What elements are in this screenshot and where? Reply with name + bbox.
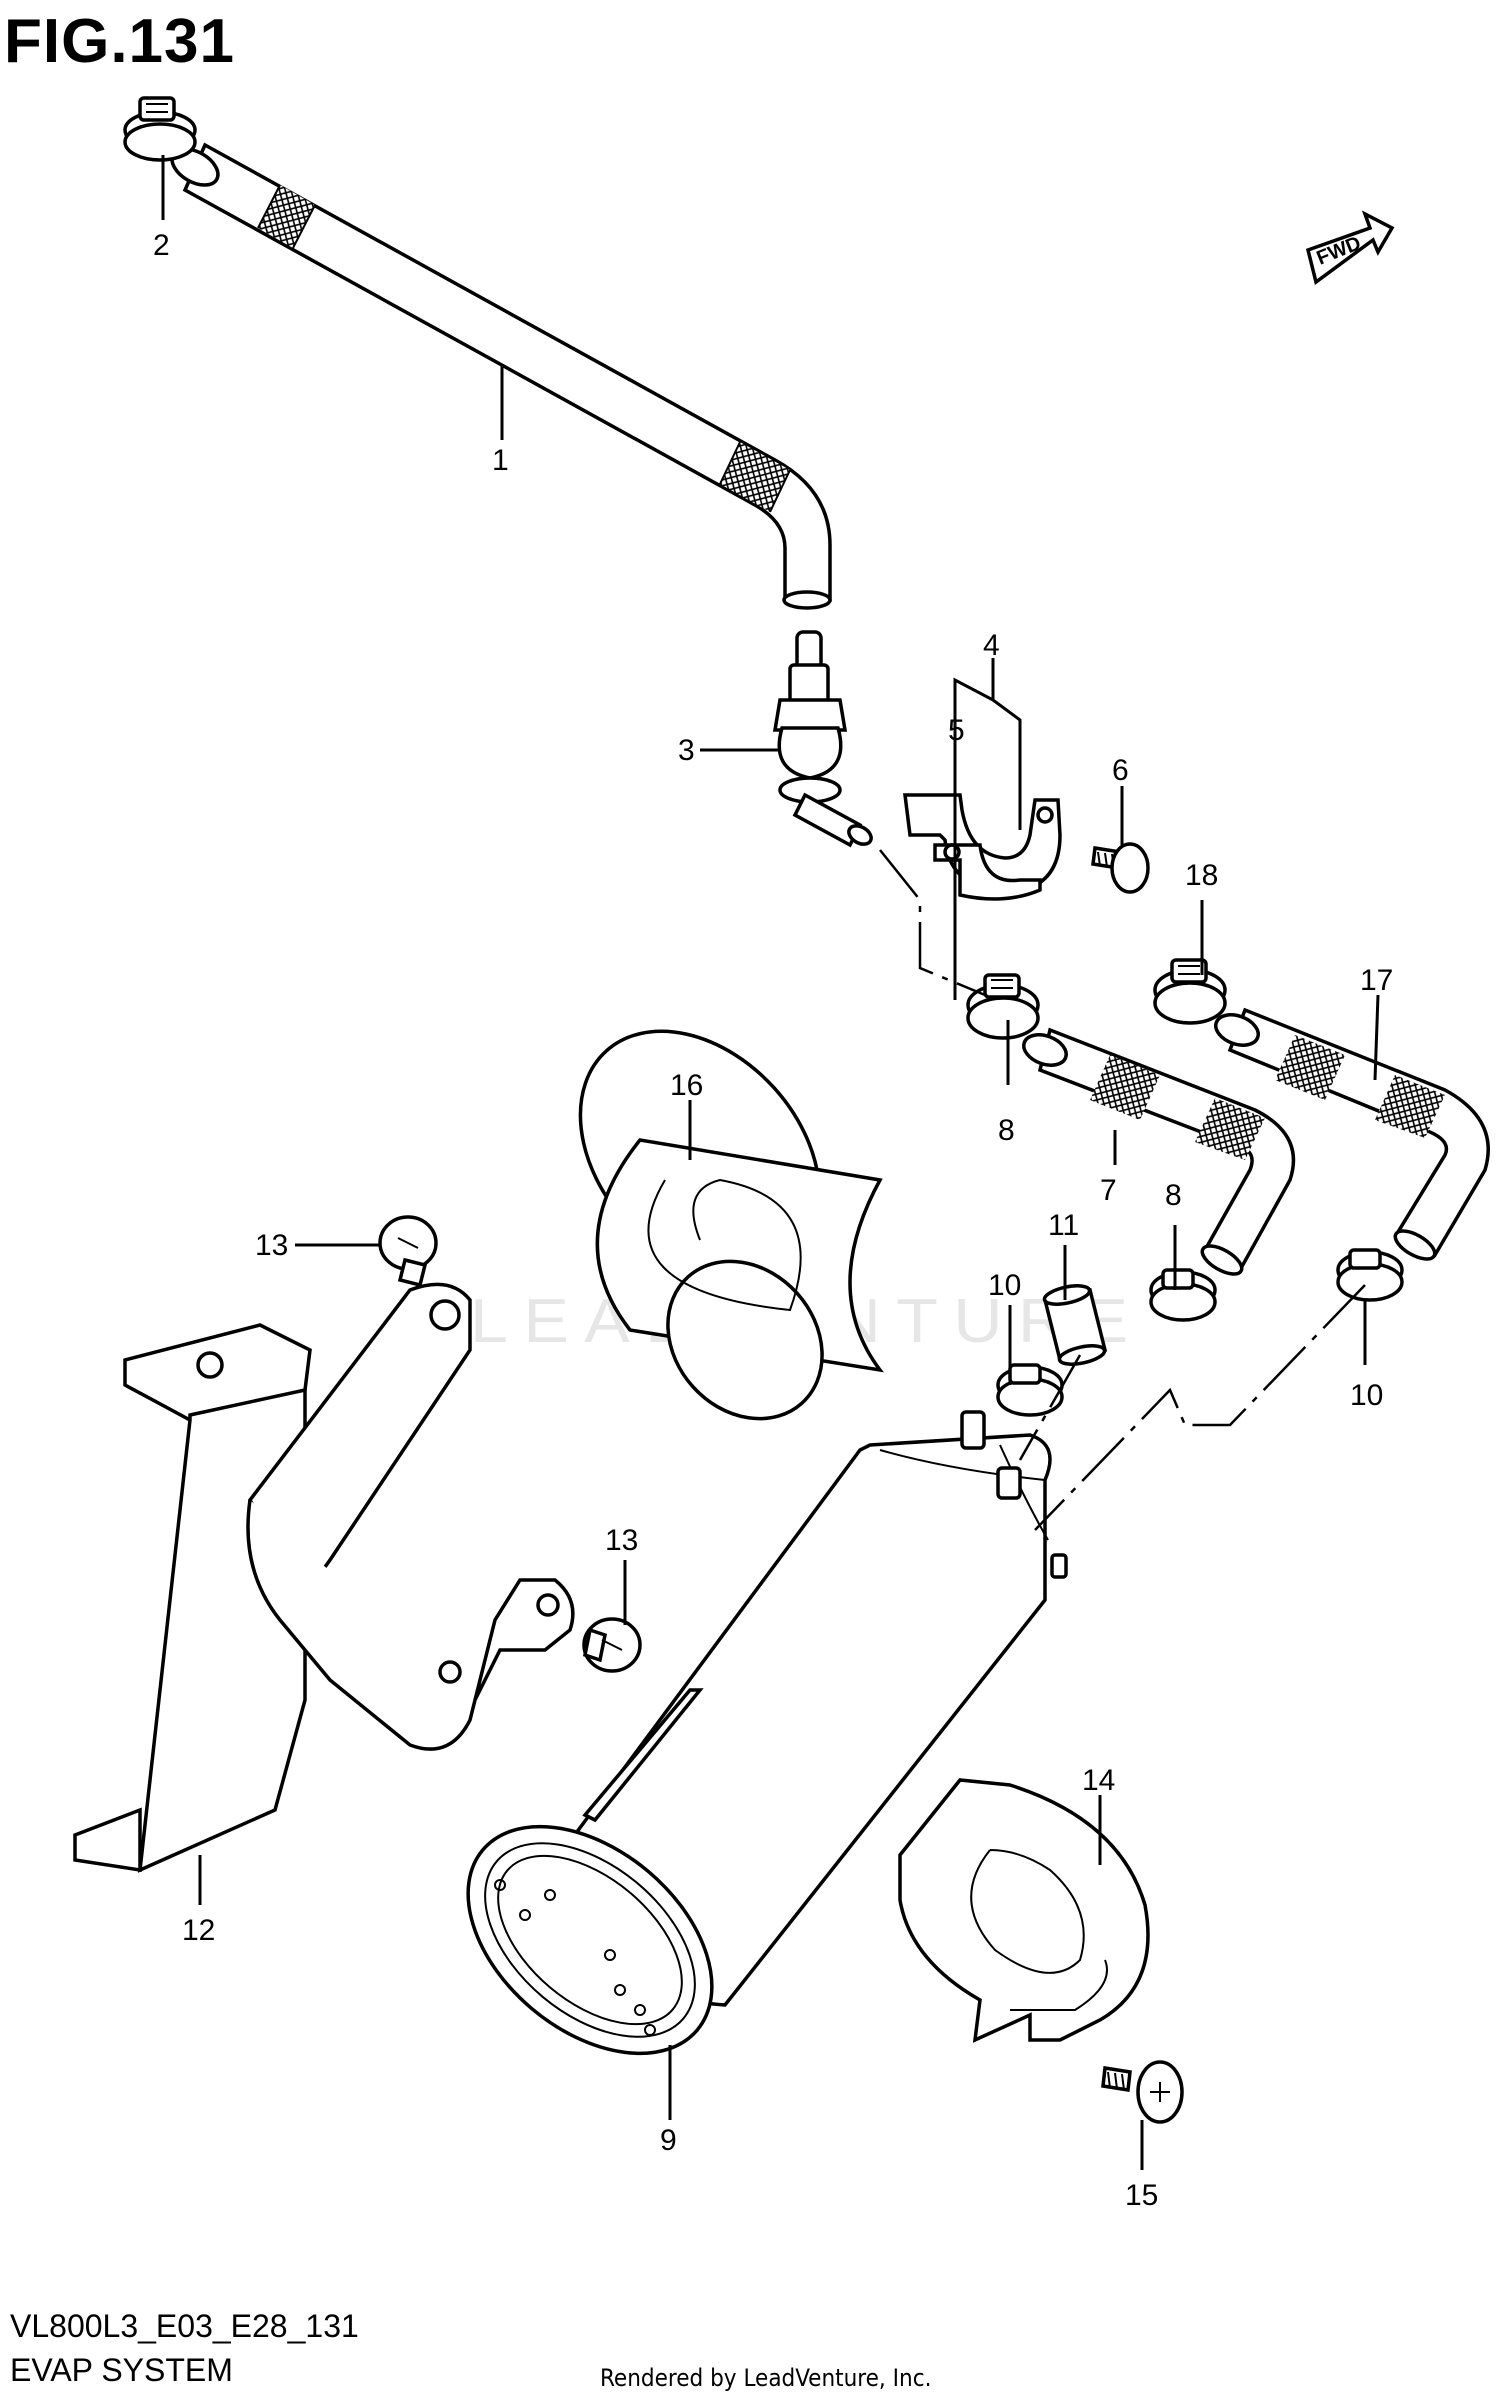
callout-10-right[interactable]: 10 bbox=[1350, 1379, 1383, 1412]
callout-8-lower[interactable]: 8 bbox=[1165, 1179, 1182, 1212]
callout-13-upper[interactable]: 13 bbox=[255, 1229, 288, 1262]
callout-17[interactable]: 17 bbox=[1360, 964, 1393, 997]
evap-canister bbox=[466, 1410, 1068, 2056]
callout-8-upper[interactable]: 8 bbox=[998, 1114, 1015, 1147]
callout-13-lower[interactable]: 13 bbox=[605, 1524, 638, 1557]
system-name: EVAP SYSTEM bbox=[10, 2352, 233, 2388]
callout-1[interactable]: 1 bbox=[492, 444, 509, 477]
rollover-valve bbox=[772, 630, 873, 848]
canister-bracket bbox=[73, 1282, 575, 1873]
leader-17 bbox=[1373, 994, 1380, 1081]
connector-joint-to-canister bbox=[1018, 1354, 1082, 1461]
callout-15[interactable]: 15 bbox=[1125, 2179, 1158, 2212]
bolt-upper-13 bbox=[378, 1215, 438, 1288]
bolt-lower-13 bbox=[582, 1617, 642, 1673]
callout-14[interactable]: 14 bbox=[1082, 1764, 1115, 1797]
hose-purge bbox=[1022, 1027, 1296, 1276]
hose-clamp-10-right bbox=[1336, 1248, 1404, 1302]
hose-clamp-10-left bbox=[996, 1363, 1064, 1417]
canister-band-lower bbox=[898, 1778, 1150, 2043]
hose-clamp-18 bbox=[1153, 958, 1227, 1025]
callout-11[interactable]: 11 bbox=[1048, 1209, 1079, 1242]
hose-clamp-top bbox=[123, 96, 197, 162]
callout-7[interactable]: 7 bbox=[1100, 1174, 1117, 1207]
hose-vent bbox=[1214, 1007, 1490, 1261]
callout-10-left[interactable]: 10 bbox=[988, 1269, 1021, 1302]
callout-2[interactable]: 2 bbox=[153, 229, 170, 262]
hose-long bbox=[170, 142, 832, 610]
screw-band bbox=[1101, 2060, 1184, 2124]
hose-clamp-8-lower bbox=[1149, 1268, 1217, 1322]
hose-clamp-8-upper bbox=[966, 973, 1040, 1040]
figure-title: FIG.131 bbox=[4, 7, 235, 76]
forward-direction-arrow: FWD bbox=[1305, 210, 1395, 285]
callout-18[interactable]: 18 bbox=[1185, 859, 1218, 892]
callout-5[interactable]: 5 bbox=[948, 714, 965, 747]
hose-clamp-bracket bbox=[903, 793, 1062, 901]
canister-band-upper bbox=[578, 1029, 884, 1421]
callout-9[interactable]: 9 bbox=[660, 2124, 677, 2157]
callout-6[interactable]: 6 bbox=[1112, 754, 1129, 787]
leader-4 bbox=[953, 658, 1022, 1000]
callout-3[interactable]: 3 bbox=[678, 734, 695, 767]
connector-valve-to-hose bbox=[879, 849, 986, 997]
callout-12[interactable]: 12 bbox=[182, 1914, 215, 1947]
connector-vent-to-canister bbox=[1034, 1284, 1366, 1531]
render-credit: Rendered by LeadVenture, Inc. bbox=[600, 2364, 932, 2392]
callout-4[interactable]: 4 bbox=[983, 629, 1000, 662]
screw-bracket bbox=[1091, 842, 1150, 894]
tube-joint bbox=[1042, 1284, 1108, 1366]
callout-16[interactable]: 16 bbox=[670, 1069, 703, 1102]
model-code: VL800L3_E03_E28_131 bbox=[10, 2308, 359, 2344]
